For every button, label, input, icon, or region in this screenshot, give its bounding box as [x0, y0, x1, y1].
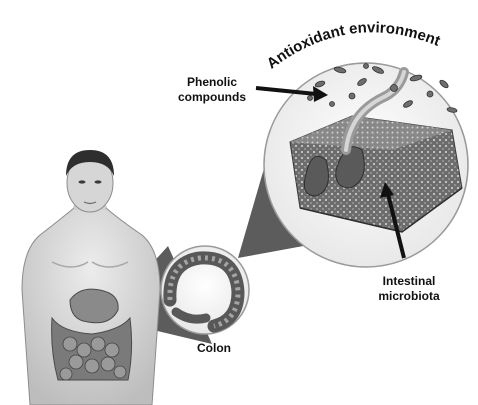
- colon-detail-illustration: [161, 246, 249, 334]
- phenolic-label-line2: compounds: [178, 90, 246, 104]
- colon-label: Colon: [197, 341, 231, 355]
- microbiota-label-line1: Intestinal: [383, 274, 436, 288]
- microbiota-label-line2: microbiota: [378, 289, 440, 303]
- human-torso-illustration: [22, 150, 160, 405]
- phenolic-label-line1: Phenolic: [187, 75, 237, 89]
